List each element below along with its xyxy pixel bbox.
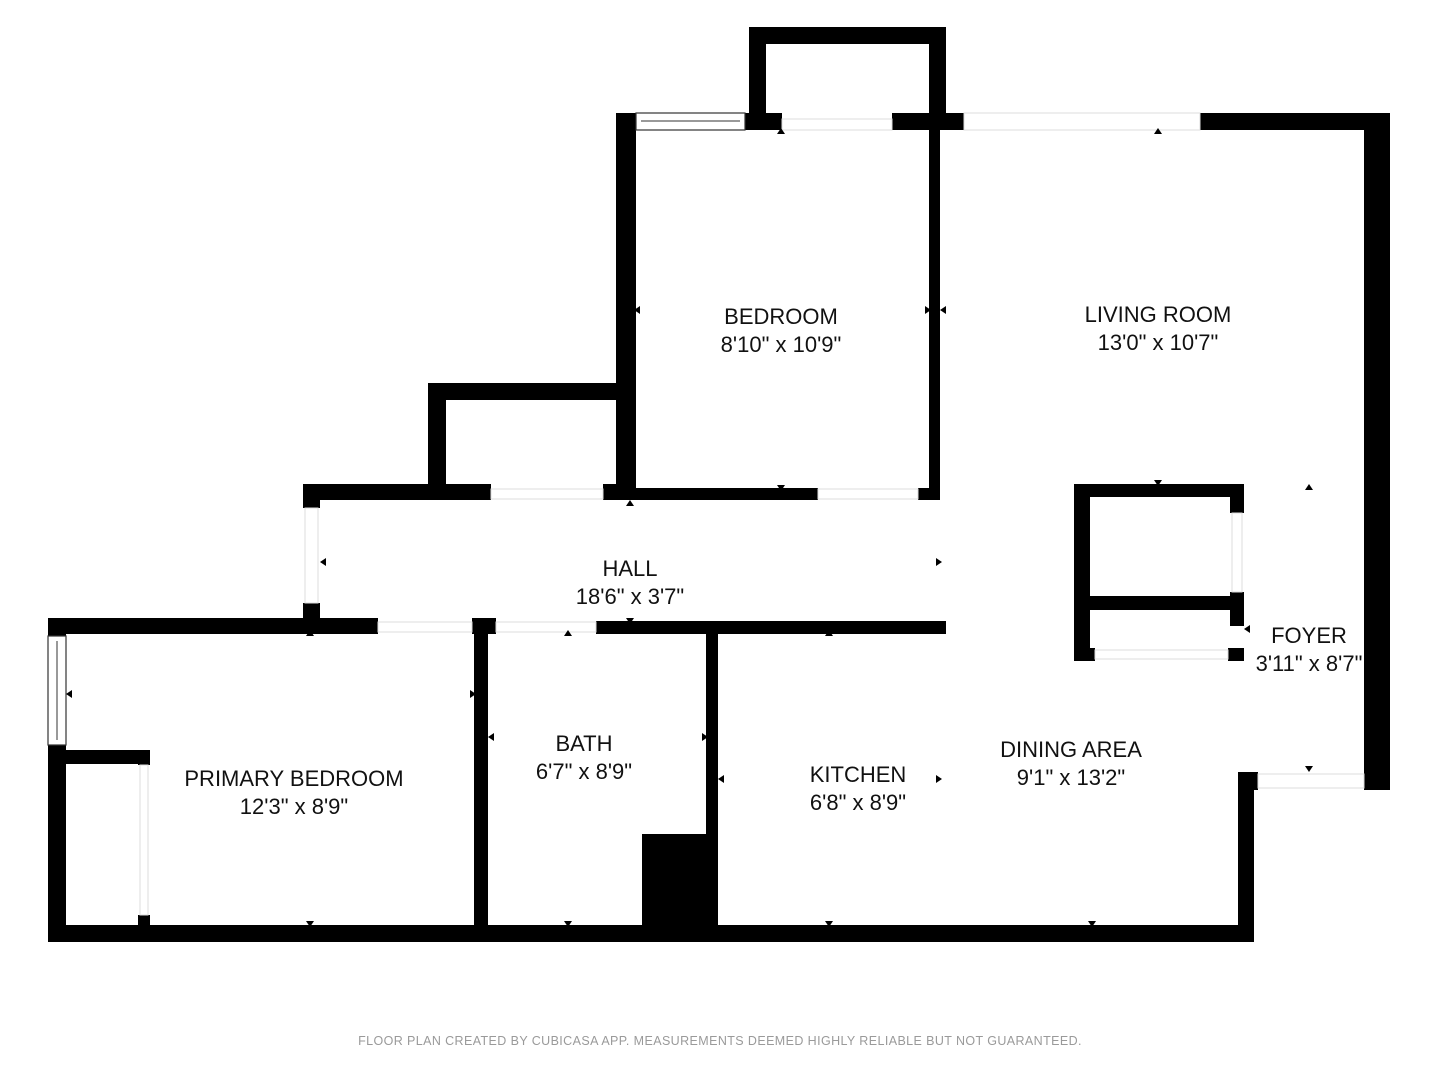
- openings: [139, 112, 1365, 916]
- room-size: 18'6" x 3'7": [575, 584, 685, 609]
- room-kitchen: KITCHEN 6'8" x 8'9": [810, 761, 907, 817]
- room-name: FOYER: [1271, 623, 1347, 648]
- room-primary-bedroom: PRIMARY BEDROOM 12'3" x 8'9": [184, 765, 403, 821]
- room-name: KITCHEN: [809, 762, 907, 787]
- room-name: DINING AREA: [1000, 737, 1142, 762]
- room-name: HALL: [602, 556, 658, 581]
- dimension-markers: [66, 128, 1374, 927]
- walls: [48, 27, 1390, 942]
- room-name: PRIMARY BEDROOM: [184, 766, 404, 791]
- room-name: BATH: [555, 731, 613, 756]
- room-bath: BATH 6'7" x 8'9": [536, 730, 632, 786]
- room-size: 12'3" x 8'9": [239, 794, 349, 819]
- room-living-room: LIVING ROOM 13'0" x 10'7": [1085, 301, 1232, 357]
- room-size: 6'7" x 8'9": [535, 759, 633, 784]
- room-size: 3'11" x 8'7": [1255, 651, 1363, 676]
- windows: [47, 112, 746, 746]
- room-bedroom: BEDROOM 8'10" x 10'9": [721, 303, 842, 359]
- room-size: 8'10" x 10'9": [720, 332, 842, 357]
- room-hall: HALL 18'6" x 3'7": [576, 555, 684, 611]
- room-dining-area: DINING AREA 9'1" x 13'2": [1000, 736, 1142, 792]
- disclaimer-footer: FLOOR PLAN CREATED BY CUBICASA APP. MEAS…: [358, 1034, 1082, 1048]
- room-size: 9'1" x 13'2": [1016, 765, 1126, 790]
- room-size: 13'0" x 10'7": [1097, 330, 1219, 355]
- room-foyer: FOYER 3'11" x 8'7": [1256, 622, 1363, 678]
- room-name: LIVING ROOM: [1084, 302, 1232, 327]
- room-name: BEDROOM: [724, 304, 838, 329]
- room-size: 6'8" x 8'9": [809, 790, 907, 815]
